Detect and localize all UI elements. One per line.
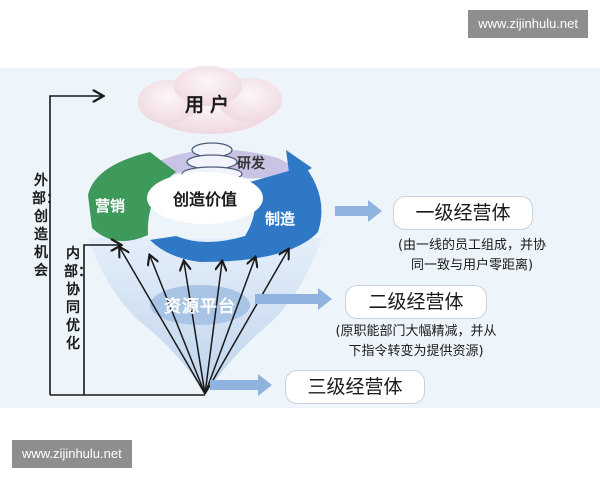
marketing-label: 营销 — [95, 197, 126, 215]
ring-manufacturing-segment — [150, 160, 322, 262]
create-value-label: 创造价值 — [172, 190, 237, 209]
ring-marketing-segment — [88, 152, 176, 242]
ring-arrow-head — [286, 150, 312, 180]
level1-description: (由一线的员工组成，并协 同一致与用户零距离) — [356, 236, 588, 276]
user-label: 用户 — [184, 94, 235, 116]
level1-box: 一级经营体 — [393, 196, 533, 230]
level1-desc-line1: (由一线的员工组成，并协 — [397, 238, 547, 253]
resource-platform-label: 资源平台 — [164, 297, 236, 317]
platform-oval — [150, 285, 250, 325]
center-oval — [147, 172, 263, 224]
level2-desc-line1: (原职能部门大幅精减，并从 — [335, 324, 497, 339]
level3-box: 三级经营体 — [285, 370, 425, 404]
level1-desc-line2: 同一致与用户零距离) — [410, 258, 534, 273]
level-arrows — [210, 200, 382, 396]
level2-desc-line2: 下指令转变为提供资源) — [348, 344, 484, 359]
fan-arrows — [120, 248, 288, 395]
rd-label: 研发 — [237, 156, 265, 172]
level2-description: (原职能部门大幅精减，并从 下指令转变为提供资源) — [282, 322, 550, 362]
outer-opportunity-label: 外部：创造机会 — [32, 173, 60, 279]
inner-bracket — [83, 245, 120, 395]
watermark-top: www.zijinhulu.net — [468, 10, 588, 38]
user-cloud — [138, 66, 282, 134]
outer-bracket — [49, 96, 102, 395]
level2-box: 二级经营体 — [345, 285, 487, 319]
watermark-bottom: www.zijinhulu.net — [12, 440, 132, 468]
inner-coordination-label: 内部：协同优化 — [64, 246, 92, 352]
manufacturing-label: 制造 — [265, 210, 296, 228]
